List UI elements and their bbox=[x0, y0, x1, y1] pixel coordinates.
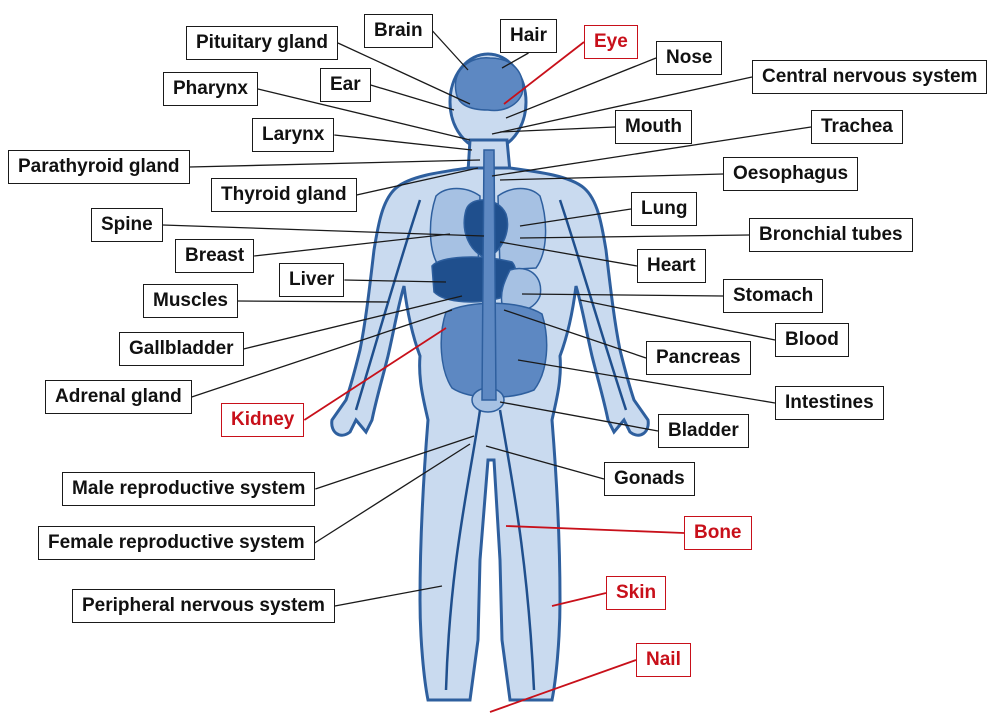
label-skin: Skin bbox=[606, 576, 666, 610]
label-lung: Lung bbox=[631, 192, 697, 226]
label-thyroid-gland: Thyroid gland bbox=[211, 178, 357, 212]
label-stomach: Stomach bbox=[723, 279, 823, 313]
leader-peripheral-nervous-system bbox=[335, 586, 442, 606]
leader-nail bbox=[490, 660, 636, 712]
label-hair: Hair bbox=[500, 19, 557, 53]
label-male-reproductive-system: Male reproductive system bbox=[62, 472, 315, 506]
label-parathyroid-gland: Parathyroid gland bbox=[8, 150, 190, 184]
leader-bronchial-tubes bbox=[520, 235, 749, 238]
leader-female-reproductive-system bbox=[315, 444, 470, 543]
leader-ear bbox=[371, 85, 454, 110]
leader-thyroid-gland bbox=[357, 168, 478, 195]
leader-bladder bbox=[500, 402, 658, 431]
leader-skin bbox=[552, 593, 606, 606]
label-bladder: Bladder bbox=[658, 414, 749, 448]
label-bronchial-tubes: Bronchial tubes bbox=[749, 218, 913, 252]
leader-gallbladder bbox=[244, 296, 462, 349]
label-gallbladder: Gallbladder bbox=[119, 332, 244, 366]
leader-mouth bbox=[500, 127, 615, 132]
leader-bone bbox=[506, 526, 684, 533]
leader-muscles bbox=[238, 301, 388, 302]
leader-hair bbox=[502, 53, 528, 68]
label-peripheral-nervous-system: Peripheral nervous system bbox=[72, 589, 335, 623]
leader-lung bbox=[520, 209, 631, 226]
label-heart: Heart bbox=[637, 249, 706, 283]
label-bone: Bone bbox=[684, 516, 752, 550]
leader-liver bbox=[344, 280, 446, 282]
label-kidney: Kidney bbox=[221, 403, 304, 437]
label-brain: Brain bbox=[364, 14, 433, 48]
leader-breast bbox=[254, 234, 450, 256]
label-muscles: Muscles bbox=[143, 284, 238, 318]
label-intestines: Intestines bbox=[775, 386, 884, 420]
label-female-reproductive-system: Female reproductive system bbox=[38, 526, 315, 560]
leader-kidney bbox=[304, 328, 446, 420]
label-trachea: Trachea bbox=[811, 110, 903, 144]
leader-spine bbox=[163, 225, 484, 236]
leader-parathyroid-gland bbox=[190, 160, 480, 167]
leader-larynx bbox=[334, 135, 472, 150]
label-eye: Eye bbox=[584, 25, 638, 59]
label-liver: Liver bbox=[279, 263, 344, 297]
leader-pancreas bbox=[504, 310, 646, 358]
label-blood: Blood bbox=[775, 323, 849, 357]
leader-brain bbox=[433, 31, 468, 70]
label-pituitary-gland: Pituitary gland bbox=[186, 26, 338, 60]
label-larynx: Larynx bbox=[252, 118, 334, 152]
label-pancreas: Pancreas bbox=[646, 341, 751, 375]
leader-oesophagus bbox=[500, 174, 723, 180]
label-nose: Nose bbox=[656, 41, 722, 75]
label-adrenal-gland: Adrenal gland bbox=[45, 380, 192, 414]
leader-gonads bbox=[486, 446, 604, 479]
label-spine: Spine bbox=[91, 208, 163, 242]
label-pharynx: Pharynx bbox=[163, 72, 258, 106]
label-central-nervous-system: Central nervous system bbox=[752, 60, 987, 94]
label-nail: Nail bbox=[636, 643, 691, 677]
leader-male-reproductive-system bbox=[315, 436, 474, 489]
label-breast: Breast bbox=[175, 239, 254, 273]
label-ear: Ear bbox=[320, 68, 371, 102]
leader-stomach bbox=[522, 294, 723, 296]
label-oesophagus: Oesophagus bbox=[723, 157, 858, 191]
label-mouth: Mouth bbox=[615, 110, 692, 144]
label-gonads: Gonads bbox=[604, 462, 695, 496]
leader-heart bbox=[500, 242, 637, 266]
leader-nose bbox=[506, 58, 656, 118]
